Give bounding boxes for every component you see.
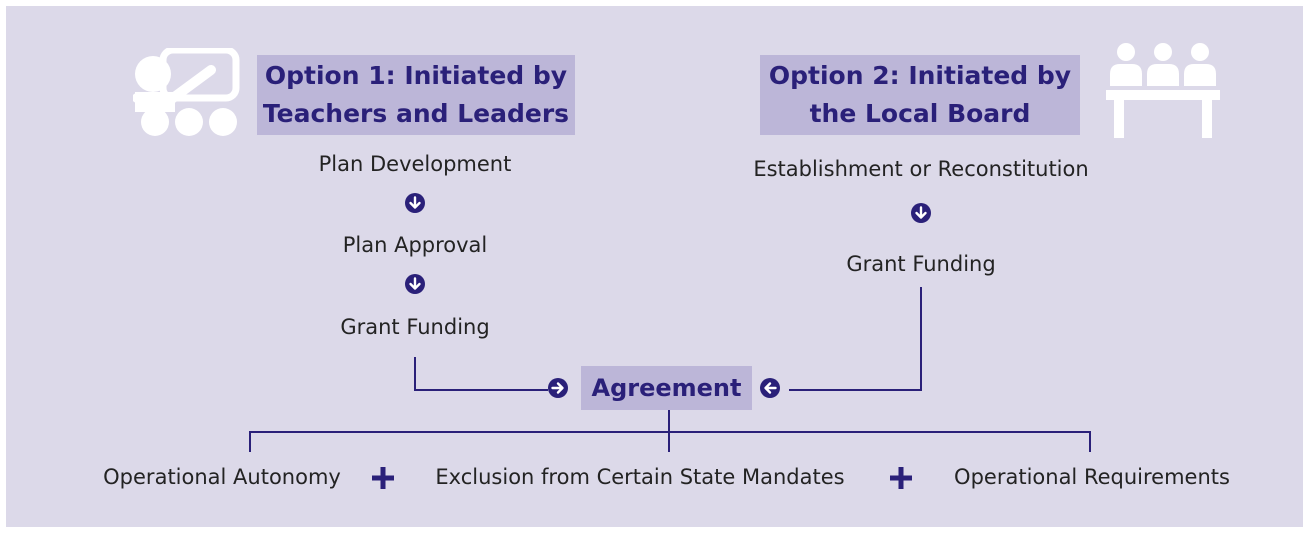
option1-title-box: Option 1: Initiated by Teachers and Lead… [257,55,575,135]
board-members-icon [1106,43,1220,138]
plus-icon [890,467,912,489]
plus-icon [372,467,394,489]
option2-step-grant-funding: Grant Funding [846,252,996,276]
arrow-right-icon [548,378,568,398]
diagram-panel [6,6,1303,527]
outcome-operational-requirements: Operational Requirements [954,465,1230,489]
arrow-down-icon [405,274,425,294]
outcomes-bracket [249,431,1091,452]
arrow-left-icon [760,378,780,398]
outcome-exclusion-state-mandates: Exclusion from Certain State Mandates [435,465,845,489]
arrow-down-icon [405,193,425,213]
option2-title-line1: Option 2: Initiated by [768,61,1072,90]
option1-title-line2: Teachers and Leaders [262,99,570,128]
option1-to-agreement-line [414,357,548,391]
agreement-label: Agreement [591,374,742,402]
teacher-presentation-icon [133,48,240,136]
arrow-down-icon [911,203,931,223]
option2-title-line2: the Local Board [809,99,1031,128]
option1-step-plan-approval: Plan Approval [342,233,488,257]
option1-step-plan-development: Plan Development [318,152,512,176]
option2-step-establishment: Establishment or Reconstitution [753,157,1089,181]
option1-title-line1: Option 1: Initiated by [264,61,568,90]
option2-to-agreement-line [789,287,922,391]
option1-step-grant-funding: Grant Funding [340,315,490,339]
agreement-box: Agreement [581,366,752,410]
outcome-operational-autonomy: Operational Autonomy [103,465,341,489]
option2-title-box: Option 2: Initiated by the Local Board [760,55,1080,135]
